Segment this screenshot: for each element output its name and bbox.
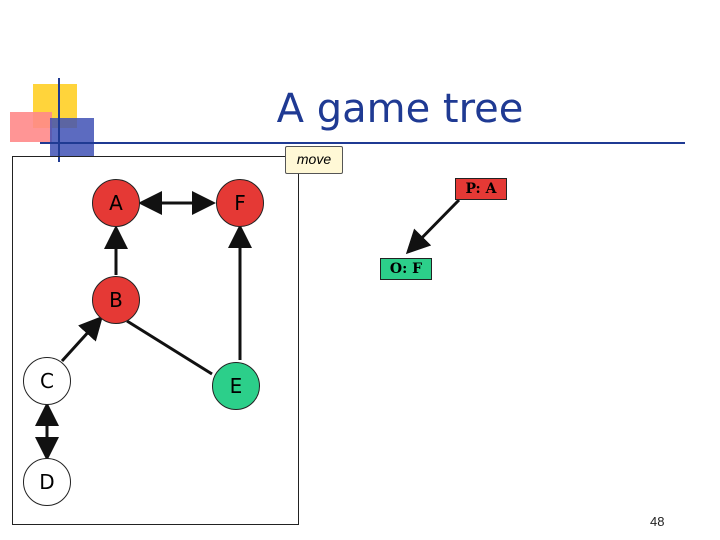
node-c: C [23,357,71,405]
decor-pink-square [10,112,52,142]
box-p-a: P: A [455,178,507,200]
decor-blue-square [50,118,94,156]
tree-frame [12,156,299,525]
box-o-f: O: F [380,258,432,280]
edge-c-b [60,315,104,363]
node-b: B [92,276,140,324]
edge-b-e [126,319,213,376]
decor-vertical-line [58,78,60,162]
node-f: F [216,179,264,227]
node-e: E [212,362,260,410]
edge-pa-of [405,198,461,255]
page-number: 48 [650,514,665,529]
node-d: D [23,458,71,506]
move-callout: move [285,146,343,174]
node-a: A [92,179,140,227]
slide-title: A game tree [276,86,524,132]
title-underline [40,142,685,144]
